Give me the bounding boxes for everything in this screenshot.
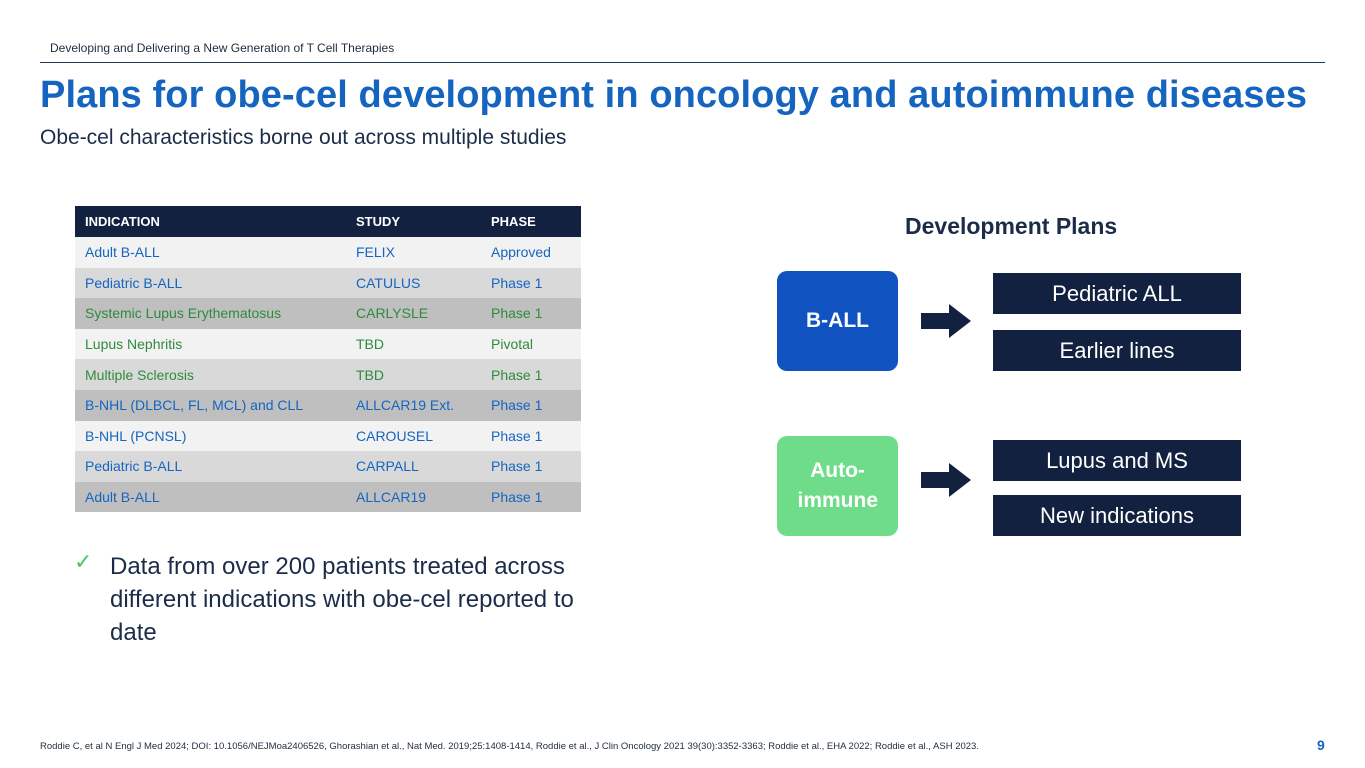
cell-indication: B-NHL (PCNSL) [85, 427, 187, 444]
cell-phase: Phase 1 [491, 366, 543, 383]
column-header-study: STUDY [346, 206, 481, 237]
page-number: 9 [1317, 737, 1325, 753]
cell-indication: Adult B-ALL [85, 244, 160, 261]
cell-study: ALLCAR19 Ext. [356, 397, 455, 414]
cell-study: CARPALL [356, 458, 419, 475]
cell-phase: Pivotal [491, 336, 534, 353]
bullet-text: Data from over 200 patients treated acro… [110, 553, 574, 646]
slide-subtitle: Obe-cel characteristics borne out across… [40, 126, 567, 149]
table-row: Lupus Nephritis TBD Pivotal [75, 328, 581, 360]
table-row: B-NHL (PCNSL) CAROUSEL Phase 1 [75, 420, 581, 452]
cell-study: TBD [356, 336, 384, 353]
slide-title: Plans for obe-cel development in oncolog… [40, 74, 1308, 116]
plan-box-new-indications: New indications [993, 495, 1241, 536]
header-text: Developing and Delivering a New Generati… [50, 41, 395, 55]
table-header-row: INDICATION STUDY PHASE [75, 206, 581, 237]
plan-box-earlier-lines: Earlier lines [993, 330, 1241, 371]
header-divider [40, 62, 1325, 63]
table-row: Adult B-ALL FELIX Approved [75, 237, 581, 268]
group-label: B-ALL [806, 309, 869, 332]
group-box-autoimmune: Auto-immune [777, 436, 898, 536]
table-row: B-NHL (DLBCL, FL, MCL) and CLL ALLCAR19 … [75, 389, 581, 421]
table-body: Adult B-ALL FELIX Approved Pediatric B-A… [75, 237, 581, 513]
development-plans-title: Development Plans [905, 213, 1118, 239]
cell-indication: Adult B-ALL [85, 489, 160, 506]
group-box-b-all: B-ALL [777, 271, 898, 371]
cell-phase: Phase 1 [491, 489, 543, 506]
cell-study: ALLCAR19 [356, 489, 427, 506]
column-header-phase: PHASE [481, 206, 581, 237]
column-header-indication: INDICATION [75, 206, 346, 237]
cell-phase: Phase 1 [491, 274, 543, 291]
cell-indication: Multiple Sclerosis [85, 366, 194, 383]
table-row: Multiple Sclerosis TBD Phase 1 [75, 359, 581, 390]
cell-indication: B-NHL (DLBCL, FL, MCL) and CLL [85, 397, 304, 414]
right-arrow-icon [921, 304, 971, 338]
cell-study: CATULUS [356, 274, 421, 291]
right-arrow-icon [921, 463, 971, 497]
cell-phase: Approved [491, 244, 551, 261]
plan-box-lupus-ms: Lupus and MS [993, 440, 1241, 481]
table-row: Pediatric B-ALL CARPALL Phase 1 [75, 451, 581, 482]
cell-phase: Phase 1 [491, 458, 543, 475]
cell-phase: Phase 1 [491, 397, 543, 414]
table-row: Pediatric B-ALL CATULUS Phase 1 [75, 267, 581, 299]
references-footnote: Roddie C, et al N Engl J Med 2024; DOI: … [40, 741, 979, 752]
check-icon: ✓ [74, 550, 93, 575]
table-row: Systemic Lupus Erythematosus CARLYSLE Ph… [75, 298, 581, 329]
cell-study: CARLYSLE [356, 305, 429, 322]
cell-indication: Pediatric B-ALL [85, 458, 183, 475]
cell-indication: Pediatric B-ALL [85, 274, 183, 291]
cell-indication: Systemic Lupus Erythematosus [85, 305, 282, 322]
group-label: Auto-immune [797, 459, 879, 512]
cell-indication: Lupus Nephritis [85, 336, 183, 353]
plan-box-pediatric-all: Pediatric ALL [993, 273, 1241, 314]
cell-phase: Phase 1 [491, 305, 543, 322]
table-row: Adult B-ALL ALLCAR19 Phase 1 [75, 481, 581, 513]
cell-study: FELIX [356, 244, 395, 261]
indication-table: INDICATION STUDY PHASE Adult B-ALL FELIX… [75, 206, 581, 513]
cell-study: TBD [356, 366, 384, 383]
cell-study: CAROUSEL [356, 427, 434, 444]
cell-phase: Phase 1 [491, 427, 543, 444]
